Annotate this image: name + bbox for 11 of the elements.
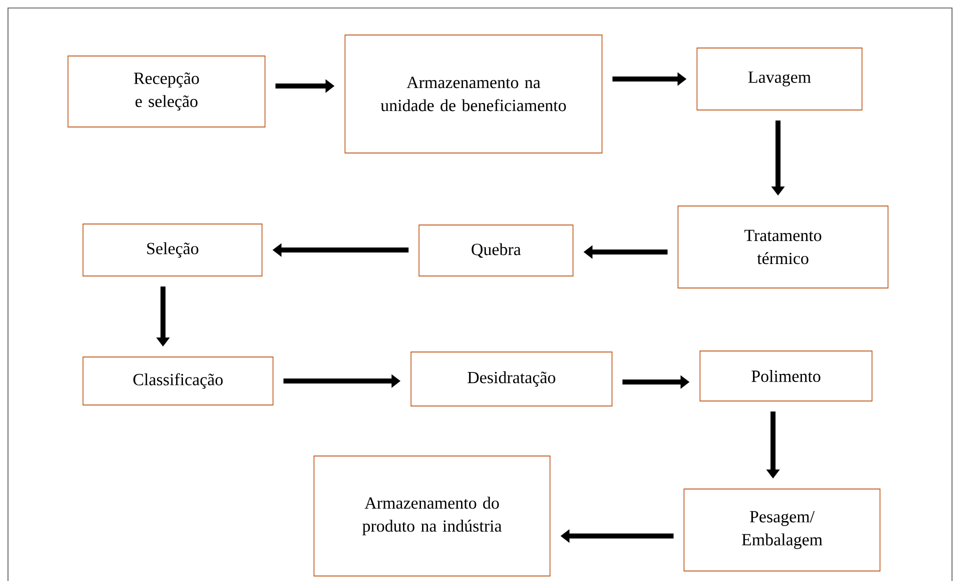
process-box: Tratamento térmico	[678, 206, 888, 288]
process-box: Recepção e seleção	[68, 56, 266, 128]
process-box: Polimento	[700, 350, 872, 402]
process-box: Quebra	[418, 224, 574, 276]
process-box: Pesagem/ Embalagem	[684, 488, 880, 572]
process-box: Lavagem	[696, 48, 862, 110]
process-box: Armazenamento na unidade de beneficiamento	[344, 34, 602, 154]
process-box: Desidratação	[410, 352, 612, 406]
process-box: Armazenamento do produto na indústria	[314, 456, 550, 576]
process-box: Classificação	[82, 356, 274, 406]
process-box: Seleção	[82, 224, 262, 276]
